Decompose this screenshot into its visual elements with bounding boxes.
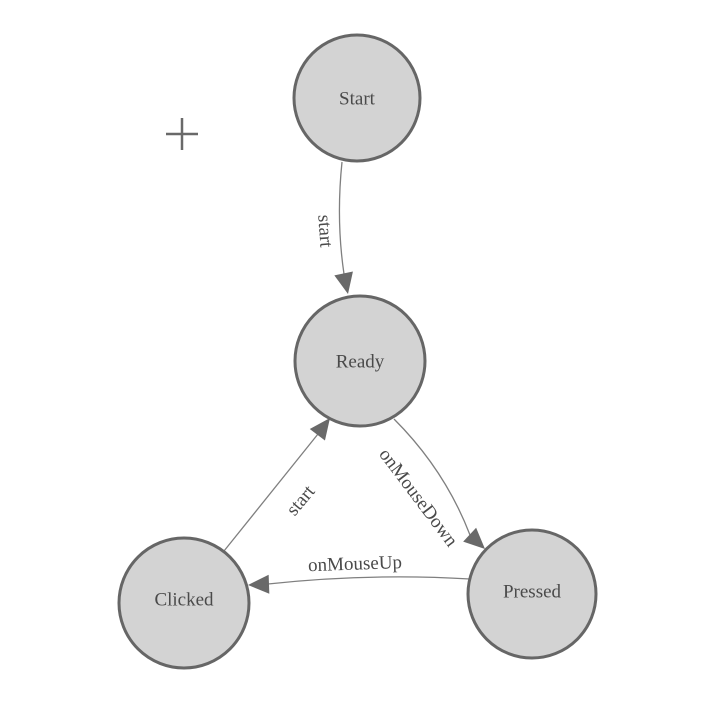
edge-line [223, 433, 319, 552]
crosshair-cursor-icon [166, 118, 198, 150]
edge-line [338, 161, 345, 275]
state-node-ready[interactable]: Ready [293, 294, 427, 428]
arrowhead-icon [463, 527, 485, 549]
transition-clicked-to-ready[interactable]: start [223, 412, 338, 552]
transition-label: start [313, 214, 336, 249]
transition-ready-to-pressed[interactable]: onMouseDown [374, 418, 491, 556]
state-label: Pressed [503, 582, 562, 603]
state-node-pressed[interactable]: Pressed [466, 528, 598, 660]
transition-label: onMouseUp [308, 552, 403, 576]
state-label: Ready [336, 352, 385, 373]
state-label: Clicked [154, 590, 214, 611]
state-circle [466, 528, 598, 660]
edge-line [393, 418, 471, 536]
state-label: Start [339, 89, 376, 110]
transition-label: onMouseDown [374, 445, 462, 552]
transition-pressed-to-clicked[interactable]: onMouseUp [248, 552, 471, 594]
transition-start-to-ready[interactable]: start [313, 161, 357, 296]
state-circle [117, 536, 251, 670]
state-node-start[interactable]: Start [292, 33, 422, 163]
arrowhead-icon [248, 574, 270, 594]
state-node-clicked[interactable]: Clicked [117, 536, 251, 670]
transition-label: start [282, 481, 320, 520]
arrowhead-icon [334, 271, 353, 294]
arrowhead-icon [309, 418, 330, 441]
edge-line [267, 576, 471, 585]
state-circle [293, 294, 427, 428]
state-circle [292, 33, 422, 163]
